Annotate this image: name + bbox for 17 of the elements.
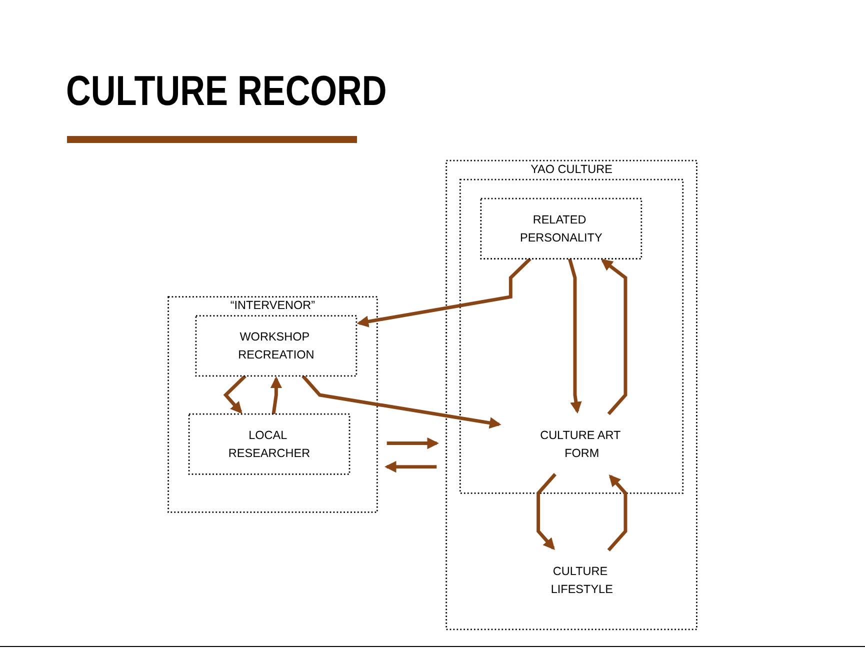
title: CULTURE RECORD xyxy=(66,70,387,112)
node-box: WORKSHOP RECREATION xyxy=(195,315,358,377)
arrow xyxy=(384,460,437,473)
arrow xyxy=(600,259,628,416)
arrow xyxy=(568,258,582,414)
arrow xyxy=(302,374,502,429)
cluster xyxy=(459,178,684,494)
arrow xyxy=(223,374,246,414)
arrow xyxy=(607,474,628,552)
node-box: RELATED PERSONALITY xyxy=(480,198,642,260)
node-text: CULTURE LIFESTYLE xyxy=(550,564,613,596)
node-text: CULTURE ART FORM xyxy=(540,428,620,460)
arrow xyxy=(270,376,282,414)
arrow xyxy=(536,473,556,550)
node-box: LOCAL RESEARCHER xyxy=(188,413,350,475)
arrow xyxy=(386,437,439,450)
arrow xyxy=(356,258,532,328)
